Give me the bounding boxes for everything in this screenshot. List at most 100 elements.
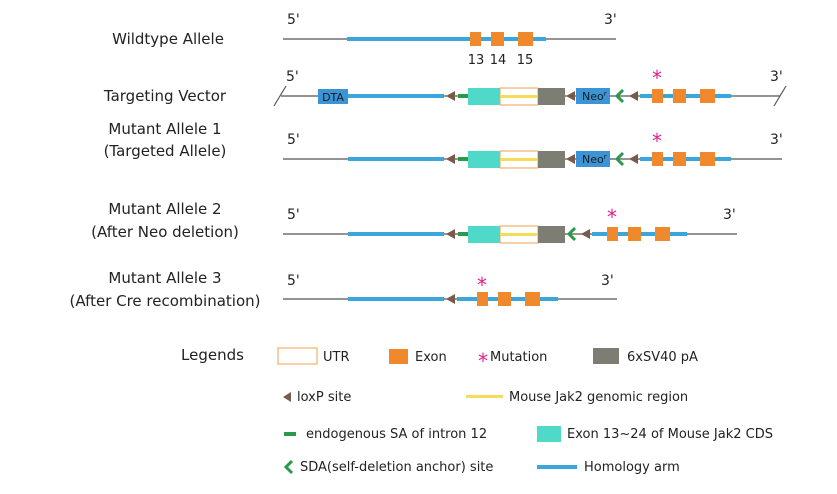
mutant-allele-2-row: Mutant Allele 2 (After Neo deletion) * 5…	[91, 200, 737, 244]
mutant2-5prime-label: 5'	[287, 207, 300, 223]
legend-sv40-label: 6xSV40 pA	[627, 350, 698, 365]
mutant2-exon-15	[655, 227, 670, 241]
mutant1-endogenous-sa	[458, 157, 468, 161]
mutant2-exon-13	[607, 227, 618, 241]
mutant3-exon-15	[525, 292, 540, 306]
legend-exon-swatch	[389, 349, 408, 364]
mutant3-exon-13	[477, 292, 488, 306]
legend-endogenous-sa-label: endogenous SA of intron 12	[306, 427, 487, 442]
vector-dta-box	[318, 89, 348, 104]
dta-label: DTA	[322, 91, 344, 104]
mutant1-exon-15	[700, 152, 715, 166]
vector-jak2-region	[500, 95, 538, 98]
targeting-vector-label: Targeting Vector	[103, 87, 227, 105]
mutant3-5prime-label: 5'	[287, 273, 300, 289]
wildtype-allele-label: Wildtype Allele	[112, 30, 224, 48]
vector-sda-site	[614, 88, 625, 104]
mutant1-loxp-3	[629, 154, 638, 164]
legend-jak2-region-swatch	[466, 395, 503, 398]
mutant1-sv40-box	[538, 151, 565, 168]
legend-endogenous-sa-swatch	[284, 432, 296, 436]
exon-number-13: 13	[468, 53, 485, 68]
vector-exon-15	[700, 89, 715, 103]
legend-jak2-region-label: Mouse Jak2 genomic region	[509, 390, 688, 405]
targeting-vector-row: Targeting Vector DTA Neor * 5' 3'	[103, 66, 787, 107]
mutant-allele-3-label: Mutant Allele 3	[108, 269, 221, 287]
vector-neo-box	[576, 88, 610, 104]
mutant2-loxp-1	[446, 229, 455, 239]
mutant2-cds-box	[468, 226, 500, 243]
legend-utr-label: UTR	[323, 350, 350, 365]
mutant-allele-2-label: Mutant Allele 2	[108, 200, 221, 218]
mutant1-mutation-marker: *	[652, 129, 662, 153]
legend-cds-label: Exon 13~24 of Mouse Jak2 CDS	[567, 427, 773, 442]
mutant3-mutation-marker: *	[477, 273, 487, 297]
mutant2-endogenous-sa	[458, 232, 468, 236]
exon-number-14: 14	[490, 53, 507, 68]
legend-mutation-icon: *	[478, 349, 488, 373]
legend-sda-label: SDA(self-deletion anchor) site	[300, 460, 493, 475]
wildtype-5prime-label: 5'	[287, 12, 300, 28]
mutant1-loxp-1	[446, 154, 455, 164]
vector-loxp-2	[566, 91, 575, 101]
wildtype-3prime-label: 3'	[604, 12, 617, 28]
legend-title: Legends	[181, 346, 244, 364]
mutant3-loxp	[446, 294, 455, 304]
mutant-allele-2-sublabel: (After Neo deletion)	[91, 223, 239, 241]
mutant2-exon-14	[628, 227, 641, 241]
legend-sv40-swatch	[593, 348, 619, 364]
vector-loxp-1	[446, 91, 455, 101]
mutant2-3prime-label: 3'	[723, 207, 736, 223]
legend-cds-swatch	[537, 426, 561, 442]
vector-mutation-marker: *	[652, 66, 662, 90]
mutant-allele-3-row: Mutant Allele 3 (After Cre recombination…	[69, 269, 617, 310]
vector-homology-arm-left	[348, 94, 444, 98]
mutant2-sv40-box	[538, 226, 565, 243]
wildtype-allele-row: Wildtype Allele 5' 3' 13 14 15	[112, 12, 617, 68]
mutant1-loxp-2	[566, 154, 575, 164]
vector-endogenous-sa	[458, 94, 468, 98]
legend: Legends UTR Exon * Mutation 6xSV40 pA lo…	[181, 346, 773, 475]
vector-exon-13	[652, 89, 663, 103]
mutant1-sda-site	[614, 151, 625, 167]
mutant1-3prime-label: 3'	[770, 132, 783, 148]
wildtype-exon-15	[518, 32, 533, 46]
legend-homology-label: Homology arm	[584, 460, 680, 475]
vector-3prime-label: 3'	[770, 69, 783, 85]
mutant1-neo-label: Neor	[582, 153, 607, 166]
vector-neo-label: Neor	[582, 90, 607, 103]
legend-mutation-label: Mutation	[490, 350, 547, 365]
mutant-allele-1-label: Mutant Allele 1	[108, 120, 221, 138]
vector-right-break	[773, 85, 787, 107]
mutant2-loxp-2	[581, 229, 590, 239]
mutant1-homology-arm-left	[348, 157, 444, 161]
wildtype-exon-14	[491, 32, 504, 46]
vector-exon-14	[673, 89, 686, 103]
mutant2-sda-site	[566, 226, 577, 242]
mutant-allele-1-sublabel: (Targeted Allele)	[104, 142, 227, 160]
vector-5prime-label: 5'	[286, 69, 299, 85]
wildtype-homology-arm	[347, 37, 546, 41]
mutant2-homology-arm-left	[348, 232, 444, 236]
wildtype-exon-13	[470, 32, 481, 46]
mutant-allele-3-sublabel: (After Cre recombination)	[69, 292, 260, 310]
mutant1-cds-box	[468, 151, 500, 168]
vector-left-break	[273, 85, 287, 107]
mutant1-exon-13	[652, 152, 663, 166]
legend-loxp-label: loxP site	[297, 390, 351, 405]
vector-cds-box	[468, 88, 500, 105]
legend-exon-label: Exon	[415, 350, 447, 365]
vector-loxp-3	[629, 91, 638, 101]
mutant2-jak2-region	[500, 233, 538, 236]
exon-number-15: 15	[517, 53, 534, 68]
mutant1-exon-14	[673, 152, 686, 166]
legend-sda-icon	[283, 459, 294, 475]
mutant-allele-1-row: Mutant Allele 1 (Targeted Allele) Neor *…	[104, 120, 783, 169]
mutant1-neo-box	[576, 151, 610, 167]
mutant3-3prime-label: 3'	[601, 273, 614, 289]
legend-loxp-icon	[283, 392, 291, 402]
mutant2-mutation-marker: *	[607, 205, 617, 229]
mutant1-5prime-label: 5'	[287, 132, 300, 148]
